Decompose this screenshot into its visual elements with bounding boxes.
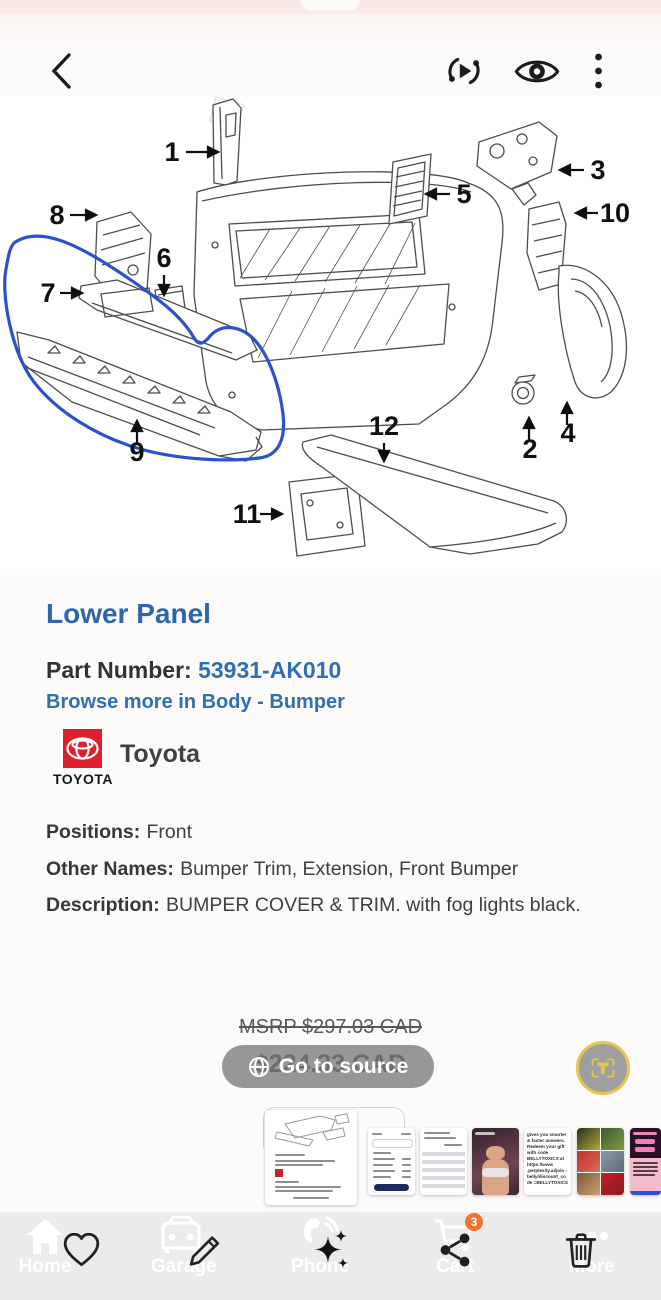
positions-label: Positions: (46, 821, 141, 843)
thumb-keys (422, 1150, 465, 1192)
delete-button[interactable] (564, 1231, 598, 1269)
favorite-icon (63, 1233, 100, 1267)
nav-item-home[interactable]: Home (16, 1216, 74, 1278)
part-number-label: Part Number: (46, 657, 192, 683)
part-number-value[interactable]: 53931-AK010 (198, 657, 342, 683)
thumb-pill (372, 1139, 413, 1148)
thumbnail-keyboard[interactable] (420, 1128, 467, 1195)
more-menu-button[interactable] (594, 53, 603, 89)
go-to-source-button[interactable]: Go to source (222, 1045, 434, 1088)
nav-item-phone[interactable]: Phone (288, 1216, 352, 1278)
trash-icon (564, 1231, 598, 1269)
collage-cell (601, 1173, 624, 1195)
eye-icon (514, 55, 560, 88)
nav-label-more: More (569, 1256, 615, 1277)
highlight-outline (3, 234, 286, 462)
kebab-menu-icon (594, 53, 603, 89)
positions-line: Positions:Front (46, 814, 618, 851)
go-to-source-label: Go to source (278, 1054, 409, 1078)
edit-button[interactable] (186, 1232, 223, 1269)
sparkles-icon (310, 1228, 352, 1272)
nav-label-phone: Phone (290, 1256, 350, 1277)
status-fade (0, 14, 661, 42)
collage-cell (577, 1173, 600, 1195)
part-label: 9 (129, 437, 144, 467)
other-names-line: Other Names: Bumper Trim, Extension, Fron… (46, 851, 618, 888)
other-names-value: Bumper Trim, Extension, Front Bumper (180, 857, 519, 880)
phone-icon (288, 1216, 352, 1256)
thumb-pink-pill (635, 1139, 655, 1144)
part-number-line: Part Number: 53931-AK010 (46, 657, 341, 684)
thumb-blue-strip (630, 1191, 661, 1195)
part-details: Positions:Front Other Names: Bumper Trim,… (46, 814, 618, 924)
part-label: 1 (164, 137, 179, 167)
part-label: 6 (156, 243, 171, 273)
brand-logo-text: TOYOTA (52, 771, 114, 787)
thumbnail-receipt[interactable] (368, 1128, 415, 1195)
part-label: 7 (40, 278, 55, 308)
brand-name: Toyota (120, 740, 201, 768)
description-label: Description: (46, 894, 160, 916)
share-button[interactable] (438, 1232, 472, 1268)
brand-block[interactable]: TOYOTA Toyota (42, 729, 342, 793)
thumb-pink-pill (635, 1147, 655, 1152)
thumb-logo-dot (275, 1169, 283, 1177)
description-value: BUMPER COVER & TRIM. with fog lights bla… (166, 894, 581, 916)
thumb-caption (475, 1132, 495, 1135)
thumbnail-current-page[interactable] (265, 1110, 357, 1205)
part-label: 2 (522, 434, 537, 464)
thumbnail-pink-card[interactable] (630, 1128, 661, 1195)
enhance-button[interactable] (310, 1228, 352, 1272)
cart-badge: 3 (465, 1213, 483, 1231)
thumb-figure-top (482, 1168, 509, 1177)
thumbnail-photo[interactable] (472, 1128, 519, 1195)
part-label: 4 (560, 418, 575, 448)
thumbnail-collage[interactable] (577, 1128, 624, 1195)
back-button[interactable] (48, 52, 74, 90)
share-icon (438, 1232, 472, 1268)
collage-cell (601, 1150, 624, 1173)
toyota-logo-icon (63, 729, 102, 768)
collage-cell (577, 1128, 600, 1150)
chevron-left-icon (48, 52, 74, 90)
globe-icon (248, 1056, 270, 1078)
text-scan-icon (586, 1052, 620, 1084)
edit-icon (186, 1232, 223, 1269)
part-label: 11 (233, 499, 262, 529)
preview-button[interactable] (514, 55, 560, 88)
text-scan-button[interactable] (576, 1041, 630, 1095)
part-label: 3 (590, 155, 605, 185)
part-label: 5 (456, 179, 471, 209)
description-line: Description: BUMPER COVER & TRIM. with fo… (46, 887, 618, 924)
thumb-pink-line (633, 1132, 657, 1135)
frame-strip-outline (263, 1107, 405, 1148)
part-label: 12 (369, 411, 399, 441)
browse-more-link[interactable]: Browse more in Body - Bumper (46, 691, 345, 713)
slideshow-play-icon (443, 50, 485, 92)
nav-label-home: Home (18, 1256, 72, 1277)
page-title: Lower Panel (46, 598, 211, 629)
car-icon (151, 1216, 211, 1256)
thumb-figure-head (486, 1146, 505, 1160)
camera-notch (300, 0, 360, 10)
collage-cell (601, 1128, 624, 1150)
home-icon (16, 1216, 74, 1256)
parts-diagram: 1 2 3 4 5 6 7 8 9 10 11 12 (0, 95, 661, 575)
thumbnail-promo-text[interactable]: gives you smarter & faster answers. Rede… (524, 1128, 571, 1195)
part-label: 10 (600, 198, 630, 228)
part-label: 8 (49, 200, 64, 230)
collage-cell (577, 1150, 600, 1173)
thumb-promo-text: gives you smarter & faster answers. Rede… (527, 1132, 568, 1185)
thumb-button (374, 1184, 409, 1191)
slideshow-button[interactable] (443, 50, 485, 92)
other-names-label: Other Names: (46, 857, 174, 880)
positions-value: Front (146, 821, 193, 843)
favorite-button[interactable] (63, 1233, 100, 1267)
thumb-figure-body (482, 1159, 509, 1195)
msrp-text: MSRP $297.03 CAD (238, 1016, 423, 1038)
